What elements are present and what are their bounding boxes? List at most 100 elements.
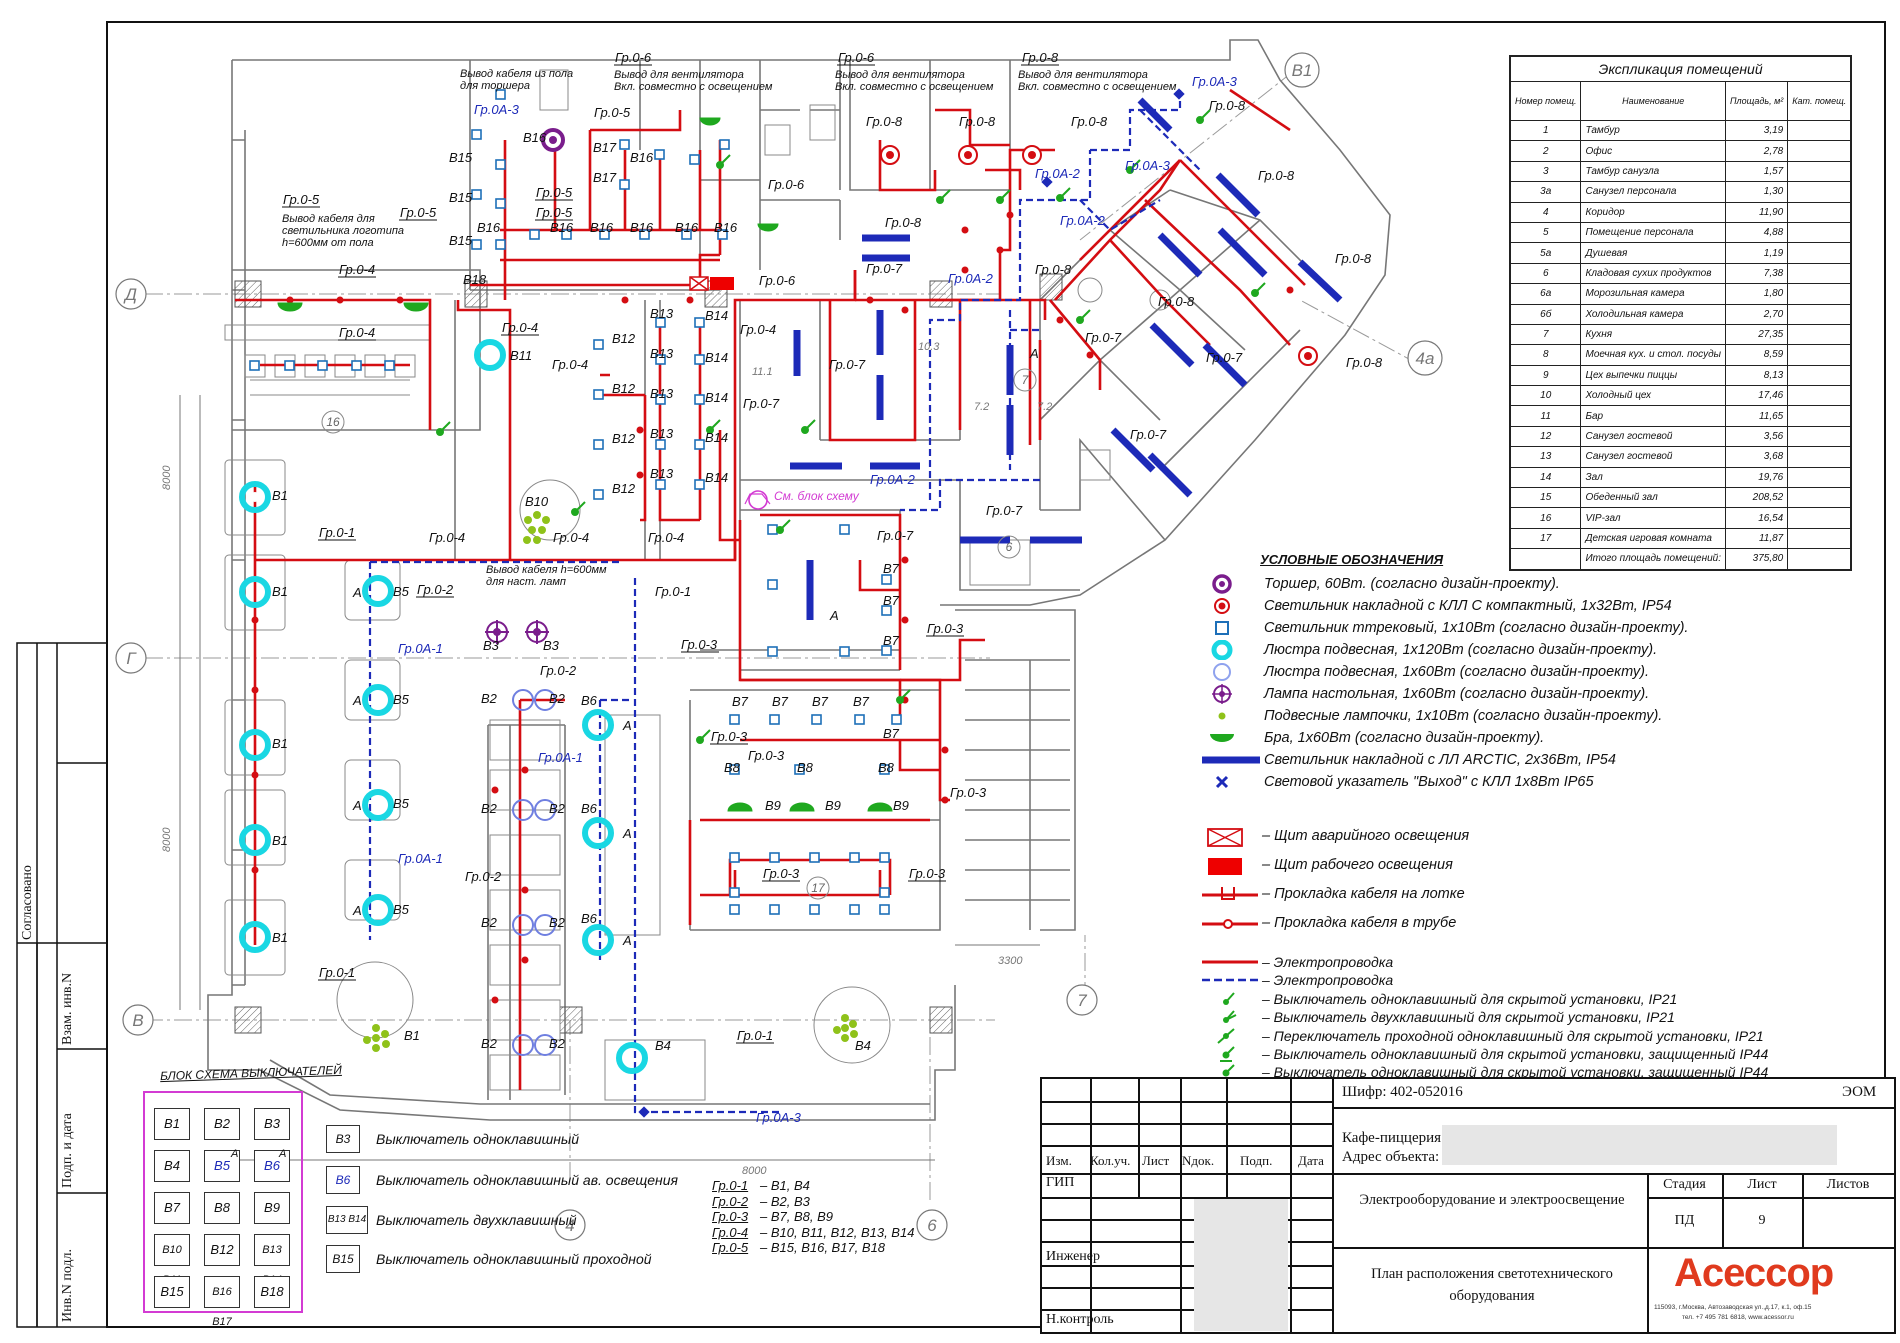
pendant-bulb-icon	[1200, 706, 1264, 726]
working-panel-icon	[1200, 855, 1264, 877]
svg-text:B16: B16	[523, 130, 547, 145]
svg-text:Гр.0-7: Гр.0-7	[877, 528, 914, 543]
svg-text:Гр.0-2: Гр.0-2	[465, 869, 502, 884]
room-area: 3,56	[1724, 425, 1789, 448]
room-area: 1,30	[1724, 181, 1789, 203]
working-panel-icon	[710, 277, 734, 290]
room-category	[1787, 364, 1852, 387]
svg-text:B13: B13	[650, 346, 674, 361]
svg-text:B3: B3	[483, 638, 500, 653]
svg-text:Гр.0-5: Гр.0-5	[594, 105, 631, 120]
room-name: Кухня	[1580, 323, 1726, 346]
room-name: VIP-зал	[1580, 507, 1726, 529]
sheet-label: Лист	[1747, 1177, 1777, 1192]
svg-text:Гр.0А-3: Гр.0А-3	[756, 1110, 802, 1125]
legend-item-text: Светильник ттрековый, 1х10Вт (согласно д…	[1264, 620, 1689, 636]
col-header-change: Изм.	[1046, 1153, 1072, 1168]
svg-text:Гр.0А-3: Гр.0А-3	[1192, 74, 1238, 89]
surface-cfl-light-icon	[1298, 346, 1318, 366]
wiring-solid-icon	[1200, 953, 1264, 971]
axis-4-label: 4	[565, 1216, 574, 1235]
svg-text:B4: B4	[655, 1038, 671, 1053]
room-name: Моечная кух. и стол. посуды	[1580, 344, 1726, 366]
chandelier-120-icon	[239, 824, 271, 856]
room-area: 3,68	[1724, 446, 1789, 468]
svg-text:Гр.0-3: Гр.0-3	[711, 729, 748, 744]
svg-text:8000: 8000	[161, 465, 173, 490]
svg-text:B8: B8	[724, 760, 741, 775]
chandelier-120-icon	[362, 575, 394, 607]
svg-text:B12: B12	[612, 481, 636, 496]
svg-text:B6: B6	[581, 801, 598, 816]
room-number: 1	[1509, 119, 1582, 142]
svg-text:Гр.0-4: Гр.0-4	[339, 262, 375, 277]
svg-text:7.2: 7.2	[974, 401, 989, 413]
switch-2key-icon	[1200, 1008, 1264, 1026]
svg-text:B16: B16	[630, 150, 654, 165]
svg-text:B7: B7	[732, 694, 749, 709]
svg-text:B5: B5	[393, 796, 410, 811]
switch-block-box: B13 B14	[254, 1234, 290, 1286]
switch-block-box: B5	[204, 1150, 240, 1182]
switch-icon	[801, 419, 816, 434]
dimension-lines	[179, 395, 1040, 1161]
surface-cfl-light-icon	[880, 145, 900, 165]
svg-text:Гр.0-2: Гр.0-2	[540, 663, 577, 678]
chandelier-120-icon	[239, 729, 271, 761]
svg-text:7.2: 7.2	[1037, 401, 1052, 413]
legend-item: – Щит рабочего освещения	[1200, 851, 1760, 880]
room-area: 16,54	[1724, 507, 1789, 529]
switch-group-members: – B10, B11, B12, B13, B14	[760, 1224, 915, 1240]
svg-text:B2: B2	[481, 801, 498, 816]
switch-icon	[706, 419, 721, 434]
svg-text:3300: 3300	[998, 955, 1023, 967]
redacted-signatures	[1194, 1199, 1288, 1331]
company-logo: Acессор	[1674, 1251, 1834, 1295]
room-category	[1787, 242, 1852, 264]
emergency-wiring	[368, 90, 1201, 1114]
room-category	[1787, 487, 1852, 509]
svg-text:17: 17	[811, 881, 826, 895]
room-area: 208,52	[1724, 487, 1789, 509]
legend-wiring: – Электропроводка– Электропроводка– Выкл…	[1200, 953, 1768, 1082]
track-light-icon	[1200, 618, 1264, 638]
room-explication-table: Экспликация помещений Номер помещ. Наиме…	[1509, 55, 1853, 571]
svg-text:Гр.0-3: Гр.0-3	[909, 866, 946, 881]
fluorescent-fixture-icon	[1200, 750, 1264, 770]
switch-icon	[936, 189, 951, 204]
svg-text:Гр.0-8: Гр.0-8	[1335, 251, 1372, 266]
svg-text:Гр.0-3: Гр.0-3	[748, 748, 785, 763]
svg-text:Гр.0-5: Гр.0-5	[536, 205, 573, 220]
floor-lamp-icon	[1200, 574, 1264, 594]
switch-1key-icon	[1200, 990, 1264, 1008]
legend-item: – Выключатель двухклавишный для скрытой …	[1200, 1008, 1760, 1026]
svg-text:B11: B11	[510, 348, 532, 363]
svg-text:Гр.0-8: Гр.0-8	[1022, 50, 1059, 65]
axis-G-label: Г	[126, 649, 137, 668]
svg-text:Гр.0-1: Гр.0-1	[655, 584, 691, 599]
svg-text:Гр.0-8: Гр.0-8	[959, 114, 996, 129]
chandeliers-120	[239, 339, 648, 1074]
explication-header-name: Наименование	[1580, 81, 1726, 121]
svg-text:B1: B1	[404, 1028, 420, 1043]
room-name: Офис	[1580, 140, 1726, 162]
svg-text:A: A	[1029, 346, 1039, 361]
svg-text:Гр.0А-2: Гр.0А-2	[948, 271, 994, 286]
svg-text:B9: B9	[765, 798, 781, 813]
columns	[234, 273, 1063, 1034]
legend-item-text: – Щит аварийного освещения	[1262, 828, 1470, 844]
role-norm-control: Н.контроль	[1046, 1312, 1114, 1327]
svg-text:Гр.0-5: Гр.0-5	[400, 205, 437, 220]
svg-text:B14: B14	[705, 430, 728, 445]
svg-text:Гр.0-8: Гр.0-8	[866, 114, 903, 129]
room-number: 3а	[1509, 181, 1582, 203]
svg-text:B16: B16	[477, 220, 501, 235]
legend-item: Бра, 1х60Вт (согласно дизайн-проекту).	[1200, 727, 1760, 749]
